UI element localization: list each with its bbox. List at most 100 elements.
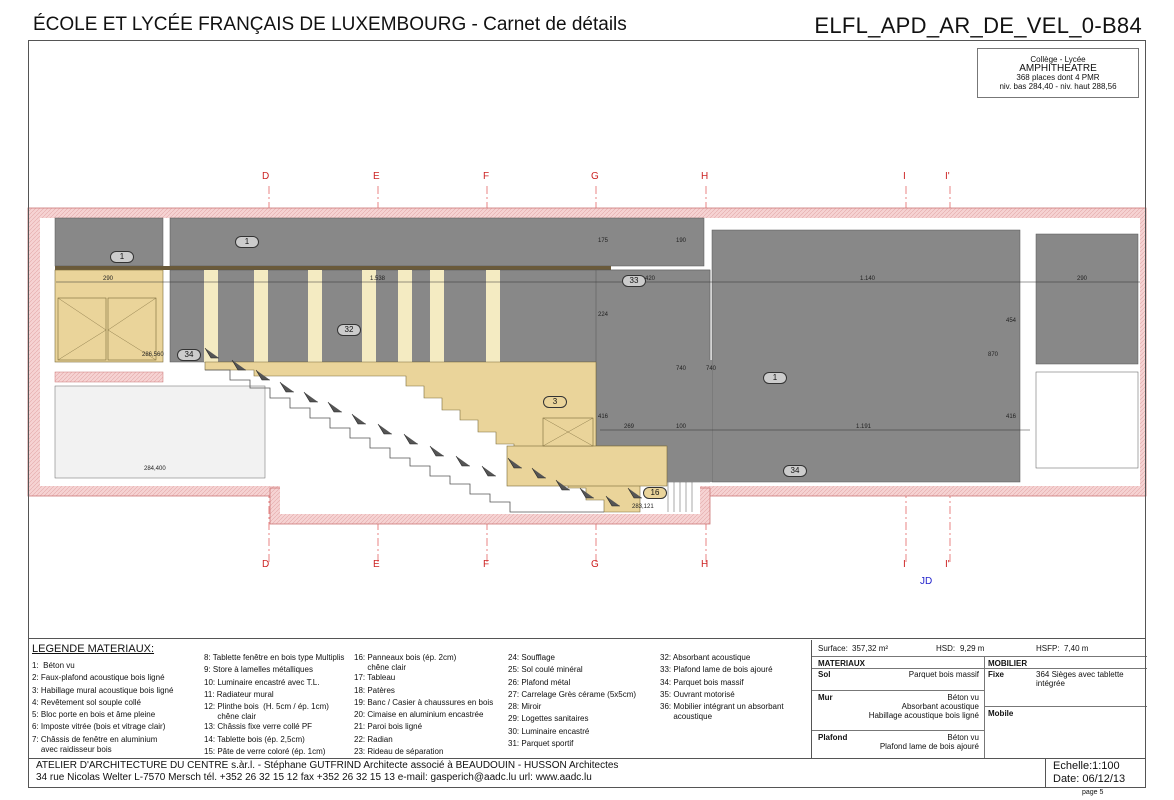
legend-item: 16: Panneaux bois (ép. 2cm): [354, 653, 457, 662]
legend-item: 36: Mobilier intégrant un absorbant: [660, 702, 784, 712]
tag-ceiling: 1: [235, 236, 259, 248]
legend-column-5: 32: Absorbant acoustique 33: Plafond lam…: [660, 652, 784, 721]
legend-item: 12: Plinthe bois (H. 5cm / ép. 1cm): [204, 702, 329, 712]
dim-label: 1.538: [370, 276, 386, 282]
legend-item: 8: Tablette fenêtre en bois type Multipl…: [204, 653, 345, 662]
axis-marker-e-bottom: E: [373, 559, 380, 570]
legend-item: 35: Ouvrant motorisé: [660, 689, 735, 699]
legend-item: 33: Plafond lame de bois ajouré: [660, 665, 773, 675]
legend-item: avec raidisseur bois: [32, 745, 112, 755]
wall-value: Habillage acoustique bois ligné: [868, 711, 979, 720]
legend-item: 25: Sol coulé minéral: [508, 665, 583, 675]
axis-marker-d-bottom: D: [262, 559, 270, 570]
architect-name: ATELIER D'ARCHITECTURE DU CENTRE s.àr.l.…: [36, 760, 619, 771]
ceiling-panel: [169, 217, 705, 267]
page-frame: [28, 40, 1146, 788]
tag-wood-panel: 16: [643, 487, 667, 499]
legend-item: 5: Bloc porte en bois et âme pleine: [32, 710, 156, 720]
legend-item: 29: Logettes sanitaires: [508, 714, 589, 724]
legend-item: 14: Tablette bois (ép. 2,5cm): [204, 734, 305, 744]
dim-label: 1.140: [860, 276, 876, 282]
axis-marker-i-bottom: I: [903, 559, 906, 570]
axis-marker-h-top: H: [701, 171, 709, 182]
legend-item: 19: Banc / Casier à chaussures en bois: [354, 697, 494, 707]
legend-item: 17: Tableau: [354, 673, 396, 683]
tag-ceiling: 1: [110, 251, 134, 263]
room-data-table: Surface: 357,32 m² HSD: 9,29 m HSFP: 7,4…: [811, 640, 1147, 758]
furniture-header: MOBILIER: [988, 659, 1028, 668]
legend-column-3: 16: Panneaux bois (ép. 2cm) chêne clair …: [354, 652, 493, 758]
legend-item: 6: Imposte vitrée (bois et vitrage clair…: [32, 722, 166, 732]
ceiling-beam: [55, 266, 611, 270]
seats: [204, 347, 642, 507]
axis-marker-d-top: D: [262, 171, 270, 182]
footer-divider: [28, 758, 1146, 759]
legend-column-1: 1: Béton vu 2: Faux-plafond acoustique b…: [32, 660, 173, 754]
mobile-label: Mobile: [988, 709, 1014, 718]
legend-divider: [28, 638, 1146, 639]
info-capacity: 368 places dont 4 PMR: [1016, 73, 1100, 82]
axis-marker-i-prime-bottom: I': [945, 559, 950, 570]
wall-panel-right: [711, 229, 1021, 483]
legend-column-2: 8: Tablette fenêtre en bois type Multipl…: [204, 652, 344, 758]
hsfp-label: HSFP:: [1036, 644, 1060, 653]
tag-absorber: 32: [337, 324, 361, 336]
axis-marker-g-bottom: G: [591, 559, 599, 570]
dim-label: 190: [676, 238, 687, 244]
axis-marker-f-bottom: F: [483, 559, 490, 570]
axis-marker-g-top: G: [591, 171, 599, 182]
hsd-value: 9,29 m: [960, 644, 985, 653]
legend-column-4: 24: Soufflage 25: Sol coulé minéral 26: …: [508, 652, 636, 750]
legend-item: 28: Miroir: [508, 702, 542, 712]
legend-item: chêne clair: [354, 663, 407, 673]
hsd-label: HSD:: [936, 644, 956, 653]
dim-label: 100: [676, 424, 687, 430]
legend-item: 26: Plafond métal: [508, 677, 571, 687]
info-levels: niv. bas 284,40 - niv. haut 288,56: [999, 82, 1117, 91]
wall-label: Mur: [818, 693, 833, 702]
legend-item: 20: Cimaise en aluminium encastrée: [354, 710, 484, 720]
info-room: AMPHITHEATRE: [1019, 63, 1097, 74]
legend-item: 11: Radiateur mural: [204, 689, 274, 699]
axis-marker-e-top: E: [373, 171, 380, 182]
dim-label: 1.191: [856, 424, 872, 430]
level-label: 284,400: [144, 466, 166, 472]
tag-parquet: 34: [783, 465, 807, 477]
axis-marker-f-top: F: [483, 171, 490, 182]
architect-contact: 34 rue Nicolas Welter L-7570 Mersch tél.…: [36, 772, 592, 783]
page-number: page 5: [1082, 789, 1104, 796]
wall-value: Béton vu: [947, 693, 979, 702]
drawing-scale: Echelle:1:100: [1053, 760, 1120, 772]
level-label: 286,560: [142, 352, 164, 358]
dim-label: 290: [1077, 276, 1088, 282]
tag-wood-cladding: 3: [543, 396, 567, 408]
wall-panel-far: [1035, 233, 1139, 365]
stair-treads: [667, 482, 693, 512]
dim-label: 416: [598, 414, 609, 420]
legend-item: 18: Patères: [354, 685, 395, 695]
legend-item: 22: Radian: [354, 734, 393, 744]
legend-item: 31: Parquet sportif: [508, 739, 574, 749]
legend-item: 9: Store à lamelles métalliques: [204, 665, 313, 675]
dim-label: 175: [598, 238, 609, 244]
section-drawing: [27, 186, 1147, 562]
legend-item: 4: Revêtement sol souple collé: [32, 697, 141, 707]
dim-label: 269: [624, 424, 635, 430]
footer-vertical-divider: [1045, 758, 1046, 788]
legend-title: LEGENDE MATERIAUX:: [32, 643, 155, 655]
legend-item: 21: Paroi bois ligné: [354, 722, 423, 732]
ceiling-label: Plafond: [818, 733, 848, 742]
tag-ceiling-wood: 33: [622, 275, 646, 287]
legend-item: acoustique: [660, 712, 713, 722]
wall-slats: [204, 270, 500, 362]
surface-value: 357,32 m²: [852, 644, 889, 653]
legend-item: 24: Soufflage: [508, 653, 556, 662]
materials-header: MATERIAUX: [818, 659, 865, 668]
dim-label: 224: [598, 312, 609, 318]
fixed-label: Fixe: [988, 670, 1005, 679]
ceiling-value: Plafond lame de bois ajouré: [879, 742, 979, 751]
legend-item: chêne clair: [204, 712, 257, 722]
room-info-box: Collège - Lycée AMPHITHEATRE 368 places …: [977, 48, 1139, 98]
ceiling-value: Béton vu: [947, 733, 979, 742]
door-block: [54, 269, 164, 363]
